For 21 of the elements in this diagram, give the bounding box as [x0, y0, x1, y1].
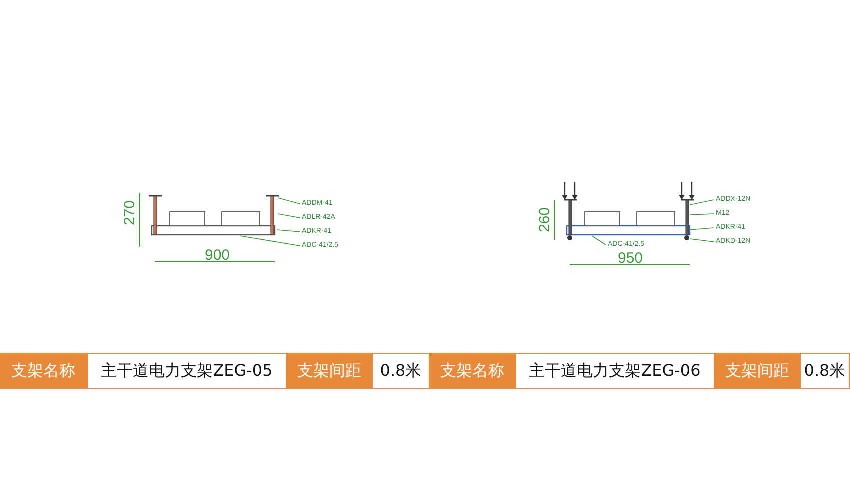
leader-line [690, 228, 714, 230]
leader-line [592, 236, 606, 246]
dimension-text: 950 [618, 251, 644, 267]
table-cell: 0.8米 [372, 353, 430, 389]
leader-line [276, 230, 300, 232]
table-cell: 0.8米 [800, 353, 850, 389]
dimension-text: 270 [122, 200, 139, 226]
leader-line [278, 198, 300, 204]
leader-line [240, 236, 300, 246]
dimension-text: 900 [205, 248, 230, 264]
header-cell: 支架间距 [715, 353, 800, 389]
header-cell: 支架名称 [430, 353, 515, 389]
leader-line [690, 214, 714, 216]
table-cell: 主干道电力支架ZEG-05 [87, 353, 287, 389]
leader-line [690, 238, 714, 242]
table-cell: 主干道电力支架ZEG-06 [515, 353, 715, 389]
dimension-text: 260 [538, 207, 554, 233]
header-cell: 支架名称 [0, 353, 87, 389]
header-cell: 支架间距 [287, 353, 372, 389]
leader-line [278, 214, 300, 218]
leader-line [690, 200, 714, 206]
